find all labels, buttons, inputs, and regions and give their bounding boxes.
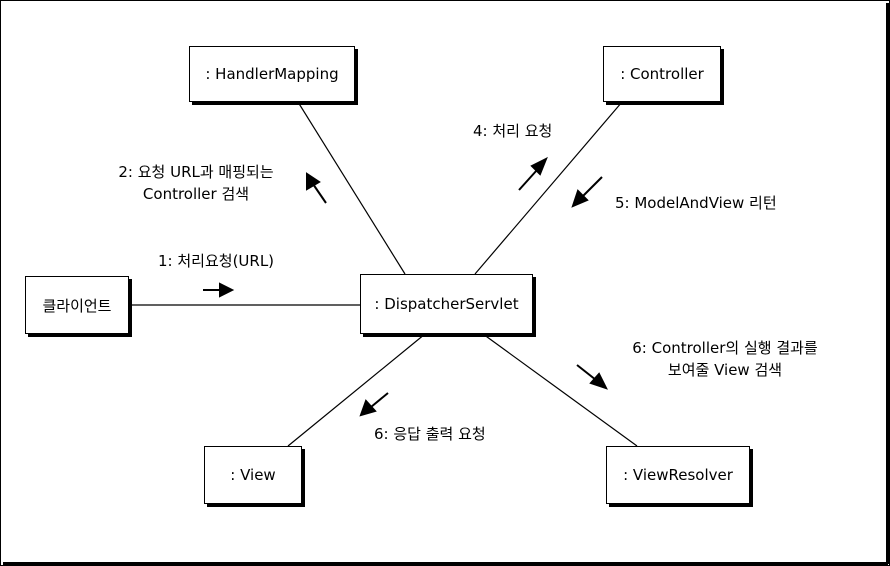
arrow-msg-4 bbox=[518, 156, 548, 191]
view-label: : View bbox=[230, 466, 276, 484]
frame-shadow-right bbox=[886, 3, 889, 564]
message-4-label: 4: 처리 요청 bbox=[473, 122, 553, 140]
view-box: : View bbox=[204, 446, 302, 504]
arrow-msg-2 bbox=[306, 172, 327, 204]
message-5-label: 5: ModelAndView 리턴 bbox=[615, 194, 777, 212]
message-6b-label: 6: 응답 출력 요청 bbox=[374, 425, 486, 443]
message-6a-line1: 6: Controller의 실행 결과를 bbox=[632, 339, 818, 357]
message-1-label: 1: 처리요청(URL) bbox=[158, 252, 275, 270]
link-dispatcher-viewresolver bbox=[482, 333, 638, 447]
arrow-msg-6a bbox=[576, 364, 608, 390]
handler-mapping-box: : HandlerMapping bbox=[189, 46, 355, 102]
message-2-label: 2: 요청 URL과 매핑되는 Controller 검색 bbox=[96, 161, 296, 205]
client-box: 클라이언트 bbox=[25, 276, 129, 334]
link-dispatcher-handlermapping bbox=[297, 101, 406, 275]
arrow-msg-1 bbox=[203, 282, 235, 298]
dispatcher-servlet-label: : DispatcherServlet bbox=[374, 295, 519, 313]
arrow-msg-6b bbox=[359, 392, 389, 417]
controller-label: : Controller bbox=[620, 65, 704, 83]
message-6a-label: 6: Controller의 실행 결과를 보여줄 View 검색 bbox=[610, 337, 840, 381]
handler-mapping-label: : HandlerMapping bbox=[205, 65, 339, 83]
client-label: 클라이언트 bbox=[42, 296, 112, 315]
frame-shadow-bottom bbox=[3, 562, 888, 565]
controller-box: : Controller bbox=[603, 46, 721, 102]
message-2-line2: Controller 검색 bbox=[142, 185, 250, 203]
message-2-line1: 2: 요청 URL과 매핑되는 bbox=[118, 163, 274, 181]
view-resolver-box: : ViewResolver bbox=[606, 446, 750, 504]
link-dispatcher-controller bbox=[474, 101, 623, 275]
dispatcher-servlet-box: : DispatcherServlet bbox=[360, 274, 533, 334]
link-dispatcher-view bbox=[287, 333, 426, 447]
arrow-msg-5 bbox=[571, 176, 603, 208]
view-resolver-label: : ViewResolver bbox=[623, 466, 733, 484]
message-6a-line2: 보여줄 View 검색 bbox=[667, 361, 783, 379]
